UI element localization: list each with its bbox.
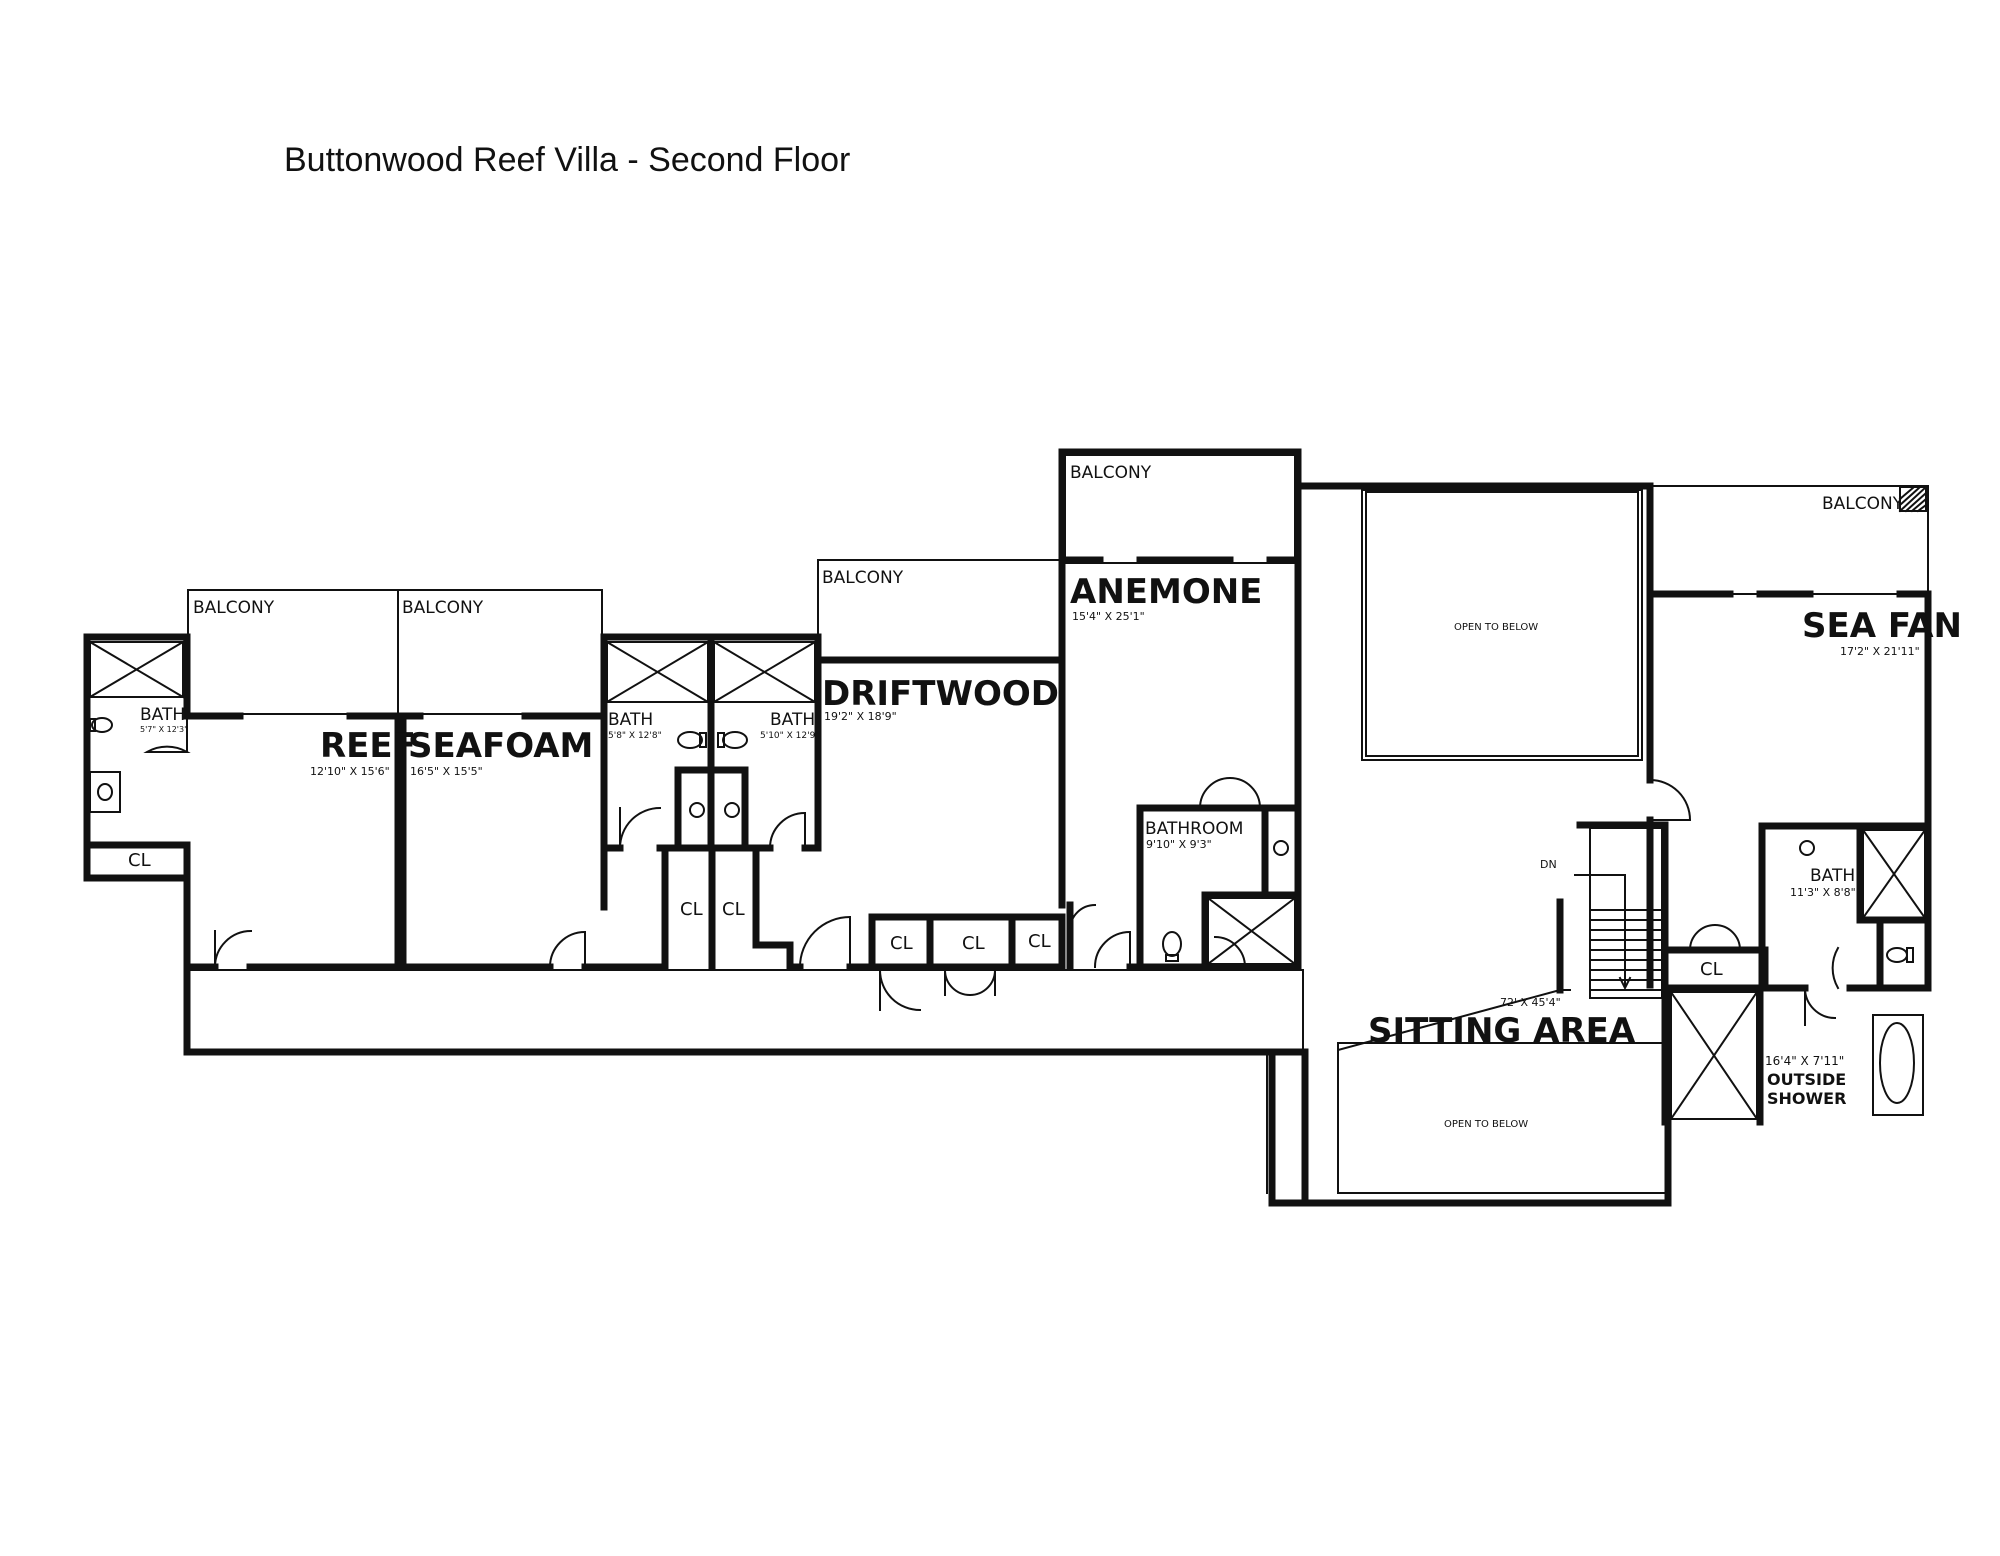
fixtures bbox=[89, 485, 1928, 1116]
closet-label-4: CL bbox=[890, 933, 913, 954]
room-dims-outside-shower: 16'4" X 7'11" bbox=[1765, 1054, 1844, 1068]
room-name-sitting-area: SITTING AREA bbox=[1368, 1011, 1636, 1051]
room-name-outside-shower-line2: SHOWER bbox=[1767, 1089, 1846, 1108]
room-dims-bath-right: 11'3" X 8'8" bbox=[1790, 886, 1856, 899]
room-name-seafan: SEA FAN bbox=[1802, 606, 1962, 646]
closet-label-5: CL bbox=[962, 933, 985, 954]
open-to-below-lower: OPEN TO BELOW bbox=[1444, 1119, 1528, 1130]
balcony-label-driftwood: BALCONY bbox=[822, 568, 904, 588]
open-to-below-upper: OPEN TO BELOW bbox=[1454, 622, 1538, 633]
room-dims-driftwood: 19'2" X 18'9" bbox=[824, 710, 897, 723]
balcony-label-seafoam: BALCONY bbox=[402, 598, 484, 618]
room-dims-anemone: 15'4" X 25'1" bbox=[1072, 610, 1145, 623]
open-to-below-outlines bbox=[1337, 489, 1643, 1191]
room-dims-reef: 12'10" X 15'6" bbox=[310, 765, 390, 778]
room-dims-seafoam: 16'5" X 15'5" bbox=[410, 765, 483, 778]
doors bbox=[143, 711, 1840, 1026]
showers bbox=[88, 640, 1927, 1121]
room-dims-seafan: 17'2" X 21'11" bbox=[1840, 645, 1920, 658]
room-dims-bath-mid2: 5'10" X 12'9" bbox=[760, 731, 819, 741]
balcony-label-anemone: BALCONY bbox=[1070, 463, 1152, 483]
plan-title: Buttonwood Reef Villa - Second Floor bbox=[284, 141, 851, 179]
room-name-reef: REEF bbox=[320, 726, 416, 766]
balcony-label-seafan: BALCONY bbox=[1822, 494, 1904, 514]
balcony-label-reef: BALCONY bbox=[193, 598, 275, 618]
room-dims-bath-mid1: 5'8" X 12'8" bbox=[608, 731, 662, 741]
room-name-bathroom: BATHROOM bbox=[1145, 819, 1243, 839]
closet-label-3: CL bbox=[722, 899, 745, 920]
room-name-bath-left: BATH bbox=[140, 705, 185, 725]
room-name-outside-shower-line1: OUTSIDE bbox=[1767, 1070, 1846, 1089]
room-name-bath-mid2: BATH bbox=[770, 710, 815, 730]
room-name-anemone: ANEMONE bbox=[1070, 572, 1262, 612]
staircase bbox=[1574, 827, 1663, 999]
room-name-seafoam: SEAFOAM bbox=[408, 726, 593, 766]
room-name-driftwood: DRIFTWOOD bbox=[822, 674, 1059, 714]
closet-label-6: CL bbox=[1028, 931, 1051, 952]
labels: BALCONY BALCONY BALCONY BALCONY BALCONY … bbox=[128, 463, 1962, 1130]
room-dims-bathroom: 9'10" X 9'3" bbox=[1146, 838, 1212, 851]
closet-label-7: CL bbox=[1700, 959, 1723, 980]
stair-down-label: DN bbox=[1540, 858, 1557, 871]
room-dims-sitting-area: 72' X 45'4" bbox=[1500, 996, 1561, 1009]
closet-label-1: CL bbox=[128, 850, 151, 871]
closet-label-2: CL bbox=[680, 899, 703, 920]
room-dims-bath-left: 5'7" X 12'3" bbox=[140, 725, 188, 734]
room-name-bath-right: BATH bbox=[1810, 866, 1855, 886]
room-name-bath-mid1: BATH bbox=[608, 710, 653, 730]
